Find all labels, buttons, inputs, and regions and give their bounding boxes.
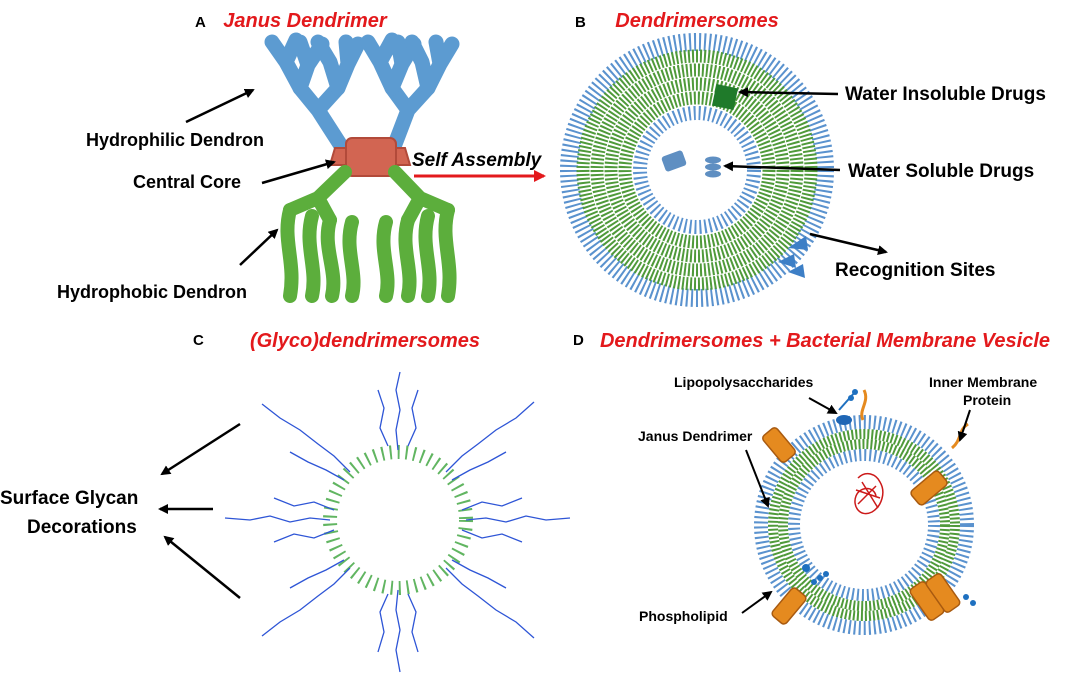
label-surface-glycan-line2: Decorations <box>27 517 137 538</box>
label-hydrophilic-dendron: Hydrophilic Dendron <box>86 130 264 150</box>
arrow-janus <box>745 449 770 508</box>
panel-b-title: Dendrimersomes <box>615 10 778 32</box>
phospholipid-markers <box>802 564 976 606</box>
arrow-core <box>261 159 336 185</box>
arrow-insoluble <box>738 87 839 98</box>
panel-b: B Dendrimersomes Water Insoluble Drugs W <box>560 10 1046 307</box>
bacterial-vesicle <box>754 415 974 635</box>
label-water-insoluble-drugs: Water Insoluble Drugs <box>845 84 1046 105</box>
panel-d-title: Dendrimersomes + Bacterial Membrane Vesi… <box>600 330 1050 352</box>
label-water-soluble-drugs: Water Soluble Drugs <box>848 161 1034 182</box>
label-phospholipid: Phospholipid <box>639 608 728 624</box>
label-inner-membrane-line2: Protein <box>963 392 1011 408</box>
label-central-core: Central Core <box>133 172 241 192</box>
label-lipopolysaccharides: Lipopolysaccharides <box>674 374 813 390</box>
hydrophobic-dendron <box>280 165 457 303</box>
arrow-phospholipid <box>741 590 773 614</box>
arrow-recognition <box>809 232 888 256</box>
arrow-lps <box>808 397 838 414</box>
label-hydrophobic-dendron: Hydrophobic Dendron <box>57 282 247 302</box>
panel-d-letter: D <box>573 332 584 349</box>
self-assembly-label: Self Assembly <box>412 150 543 171</box>
arrow-glycan-bottom <box>163 535 241 599</box>
inner-membrane-protein <box>854 472 884 515</box>
recognition-sites <box>778 236 808 278</box>
dendrimersome-vesicle <box>560 33 834 307</box>
panel-d: D Dendrimersomes + Bacterial Membrane Ve… <box>573 330 1050 635</box>
arrow-glycan-top <box>160 422 241 476</box>
panel-b-letter: B <box>575 14 586 31</box>
label-inner-membrane-line1: Inner Membrane <box>929 374 1037 390</box>
panel-c: C (Glyco)dendrimersomes <box>0 330 571 673</box>
arrow-soluble <box>723 161 841 172</box>
label-surface-glycan-line1: Surface Glycan <box>0 488 138 509</box>
central-core <box>328 137 412 177</box>
arrow-hydrophilic <box>185 88 255 124</box>
arrow-inner-membrane <box>957 409 971 442</box>
panel-a: A Janus Dendrimer <box>57 10 546 303</box>
glycodendrimersome-structure <box>224 371 571 673</box>
panel-c-title: (Glyco)dendrimersomes <box>250 330 480 352</box>
membrane-proteins <box>762 427 961 625</box>
water-soluble-drugs <box>661 150 721 178</box>
label-recognition-sites: Recognition Sites <box>835 260 995 281</box>
hydrophilic-dendron <box>264 32 460 160</box>
panel-a-title: Janus Dendrimer <box>223 10 388 32</box>
arrow-hydrophobic <box>239 228 279 266</box>
panel-a-letter: A <box>195 14 206 31</box>
label-janus-dendrimer: Janus Dendrimer <box>638 428 753 444</box>
water-insoluble-drug <box>711 83 739 111</box>
panel-c-letter: C <box>193 332 204 349</box>
